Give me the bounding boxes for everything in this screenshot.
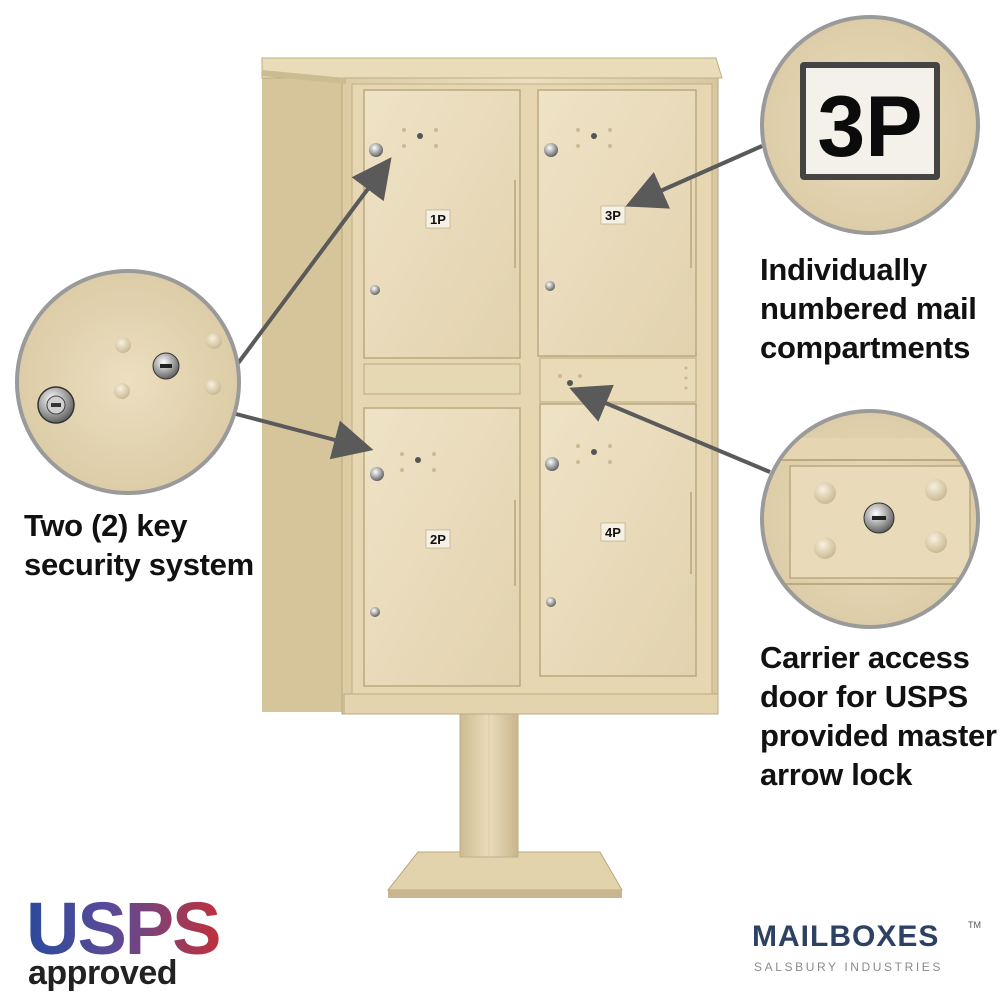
arrow-to-upper-lock (234, 157, 392, 368)
compartment-label-1p: 1P (430, 212, 446, 227)
zoom-circle-compartment-label: 3P (760, 15, 980, 235)
arrow-to-lower-lock (235, 412, 374, 460)
callout-carrier-door-line: provided master (760, 718, 997, 753)
callout-carrier-door-line: arrow lock (760, 757, 913, 792)
usps-logo-subtitle: approved (28, 954, 178, 992)
compartment-label-4p: 4P (605, 525, 621, 540)
compartment-door-3p: 3P (537, 89, 697, 357)
compartment-label-3p: 3P (605, 208, 621, 223)
zoom-circle-key-locks (15, 269, 241, 495)
pedestal (386, 711, 623, 898)
zoom-circle-carrier-lock (760, 409, 980, 629)
callout-key-system: Two (2) key security system (24, 506, 254, 584)
mailbox-cabinet: 1P 3P (261, 57, 723, 715)
compartment-door-2p: 2P (363, 407, 521, 687)
mailboxes-brand-logo: MAILBOXES TM SALSBURY INDUSTRIES (752, 920, 982, 980)
carrier-access-door (539, 357, 697, 403)
compartment-label-2p: 2P (430, 532, 446, 547)
brand-trademark: TM (968, 920, 981, 930)
callout-compartments-line: compartments (760, 330, 971, 365)
arrow-to-3p (625, 144, 763, 209)
callout-carrier-door: Carrier access door for USPS provided ma… (760, 638, 997, 794)
callout-compartments-line: numbered mail (760, 291, 977, 326)
callout-carrier-door-line: Carrier access (760, 640, 970, 675)
compartment-door-1p: 1P (363, 89, 521, 359)
brand-name: MAILBOXES (752, 920, 940, 953)
callout-key-system-line: Two (2) key (24, 508, 188, 543)
brand-subtitle: SALSBURY INDUSTRIES (754, 960, 943, 974)
compartment-door-4p: 4P (539, 403, 697, 677)
usps-logo-word: USPS (26, 887, 222, 970)
callout-compartments-line: Individually (760, 252, 927, 287)
callout-arrows (234, 144, 771, 474)
callout-carrier-door-line: door for USPS (760, 679, 968, 714)
zoom-label-3p: 3P (817, 79, 922, 175)
arrow-to-carrier-door (569, 384, 771, 474)
usps-approved-logo: USPS approved (26, 892, 222, 994)
callout-compartments: Individually numbered mail compartments (760, 250, 977, 367)
callout-key-system-line: security system (24, 547, 254, 582)
